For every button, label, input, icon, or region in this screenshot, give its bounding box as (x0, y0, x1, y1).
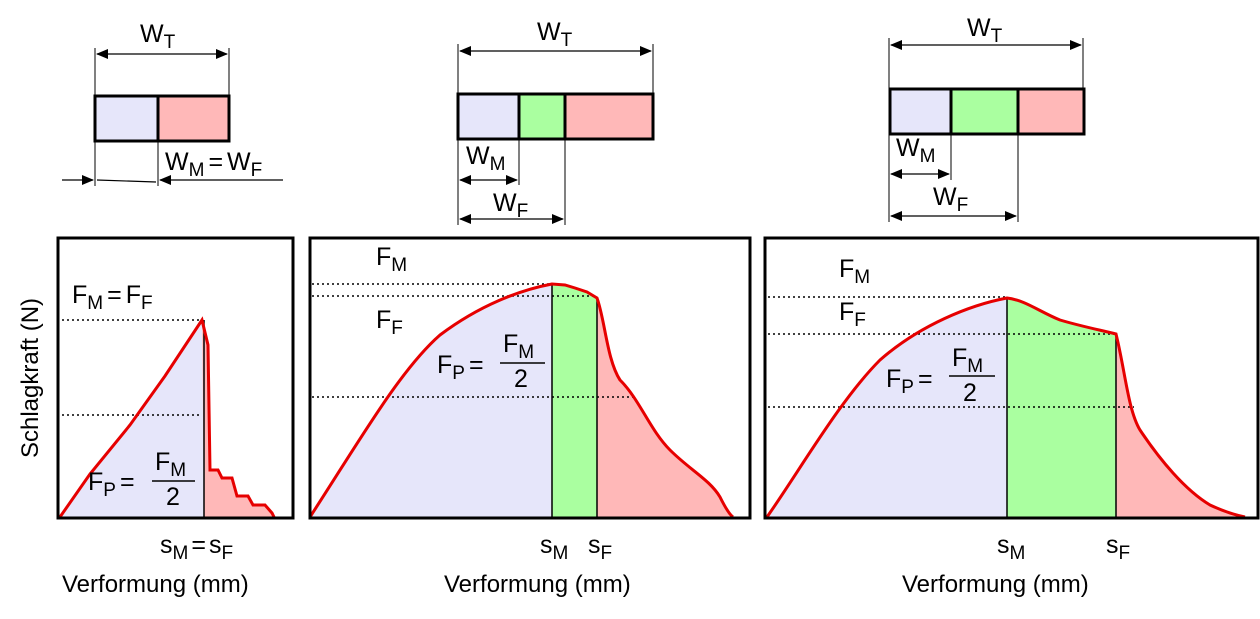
svg-text:FM: FM (952, 344, 983, 377)
plot-1: FM=FF FP= FM 2 (56, 236, 295, 520)
fm-label: FM (376, 243, 407, 276)
sm-label: sM (997, 531, 1025, 564)
svg-text:2: 2 (514, 365, 528, 393)
sf-label: sF (1106, 531, 1130, 564)
region-fm (767, 298, 1007, 517)
svg-text:FP=: FP= (886, 365, 933, 398)
wt-label: WT (140, 20, 176, 53)
svg-text:FP=: FP= (437, 351, 484, 384)
wf-label: WF (493, 189, 528, 222)
region-stable-crack (552, 284, 597, 517)
bar-segment-wm (95, 96, 158, 141)
energy-bar-3 (888, 87, 1086, 136)
svg-text:FP=: FP= (88, 468, 135, 501)
svg-text:FM: FM (155, 448, 186, 481)
region-crack (202, 320, 274, 517)
energy-bar-2 (456, 92, 655, 141)
svg-text:2: 2 (963, 379, 977, 407)
wt-label: WT (537, 18, 573, 51)
x-axis-label-1: Verformung (mm) (62, 571, 249, 598)
fm-equals-ff-label: FM=FF (72, 281, 153, 314)
panel-3: WT WM WF FM FF FP= FM 2 (763, 14, 1260, 598)
fp-formula-2: FP= FM 2 (437, 330, 545, 393)
region-unstable-crack (597, 298, 733, 517)
sm-label: sM (540, 531, 568, 564)
ff-label: FF (376, 306, 403, 339)
plot-2: FM FF FP= FM 2 (308, 236, 752, 520)
bar-segment-green (951, 89, 1018, 134)
y-axis-label: Schlagkraft (N) (17, 298, 44, 458)
bar-segment-wm (890, 89, 951, 134)
force-curve-2 (308, 282, 734, 519)
bar-segment-red (565, 94, 653, 139)
bar-segment-wm (458, 94, 519, 139)
bar-segment-green (519, 94, 565, 139)
svg-text:FM: FM (503, 330, 534, 363)
panel-2: WT WM WF FM FF FP= FM 2 (308, 18, 752, 598)
force-curve-3 (765, 296, 1246, 519)
wf-label: WF (933, 183, 968, 216)
x-axis-label-2: Verformung (mm) (444, 571, 631, 598)
sm-equals-sf-label: sM=sF (160, 531, 233, 564)
wm-label: WM (466, 142, 505, 175)
panel-1: WT WM=WF FM=FF FP= FM 2 sM=sF Verformung (56, 20, 295, 598)
fm-label: FM (839, 255, 870, 288)
svg-text:2: 2 (166, 483, 180, 511)
plot-3: FM FF FP= FM 2 (763, 236, 1260, 520)
wt-label: WT (967, 14, 1003, 47)
x-axis-label-3: Verformung (mm) (902, 571, 1089, 598)
region-fm (310, 284, 552, 517)
bar-segment-red (1018, 89, 1084, 134)
wm-equals-wf-label: WM=WF (165, 148, 262, 181)
bar-segment-red (158, 96, 229, 141)
energy-bar-1 (93, 94, 231, 143)
fp-formula-3: FP= FM 2 (886, 344, 995, 407)
force-curve-1 (58, 316, 276, 518)
fp-formula-1: FP= FM 2 (88, 448, 195, 511)
sf-label: sF (588, 531, 612, 564)
wm-label: WM (896, 134, 935, 167)
ff-label: FF (839, 298, 866, 331)
region-stable-crack (1007, 298, 1116, 517)
region-unstable-crack (1116, 334, 1245, 517)
